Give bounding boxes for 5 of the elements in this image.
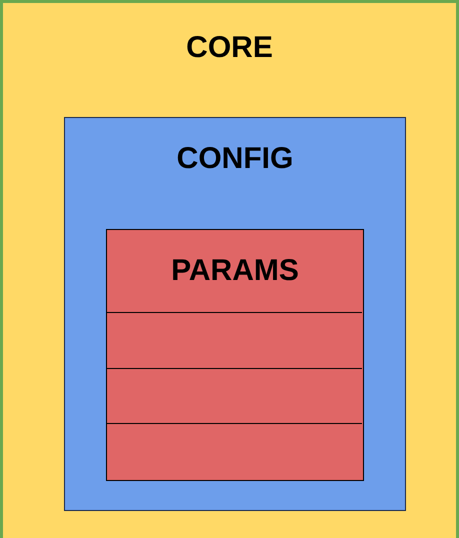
container-title: CONFIG (176, 142, 294, 176)
inner-container (64, 117, 406, 511)
container-title: CORE (185, 31, 274, 65)
table-container (106, 229, 364, 481)
container-title: PARAMS (170, 254, 300, 288)
